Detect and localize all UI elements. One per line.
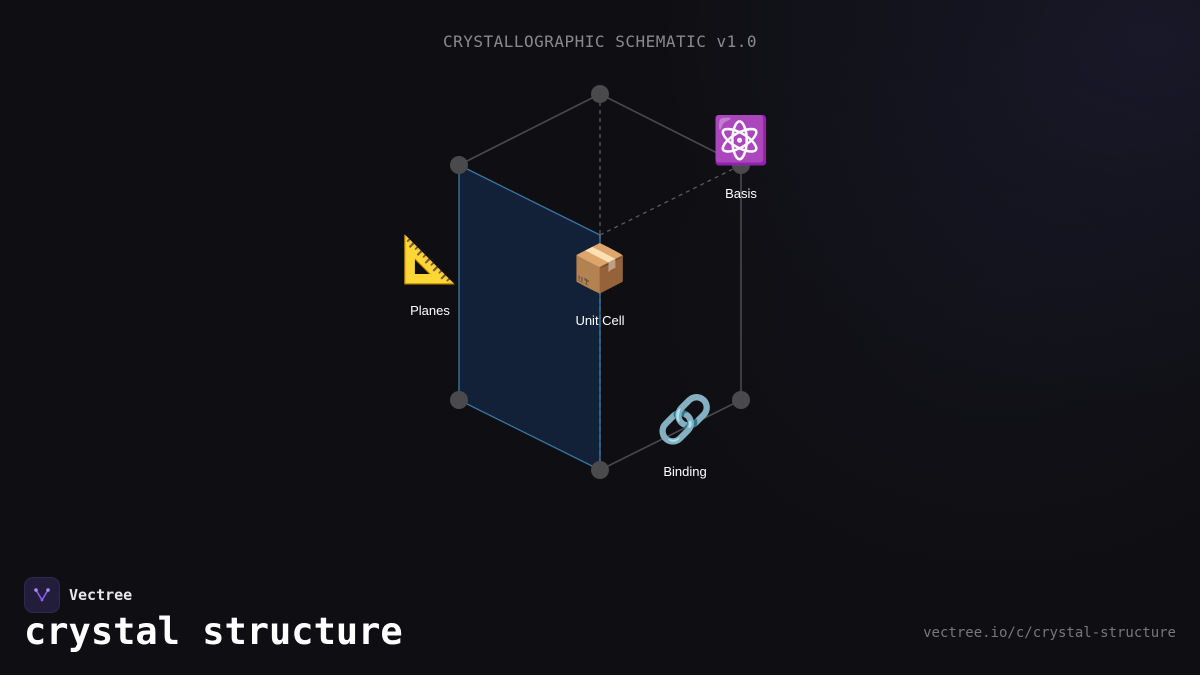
vertex (450, 156, 468, 174)
hidden-edges (599, 94, 742, 470)
schematic-title: CRYSTALLOGRAPHIC SCHEMATIC v1.0 (442, 32, 758, 51)
package-icon[interactable]: 📦 (571, 242, 629, 294)
atom-icon[interactable]: ⚛️ (712, 114, 770, 166)
page-url[interactable]: vectree.io/c/crystal-structure (923, 625, 1176, 641)
brand[interactable]: Vectree (24, 577, 132, 613)
cube-edge (599, 93, 742, 166)
page-heading: crystal structure (24, 610, 403, 653)
vectree-logo-icon (24, 577, 60, 613)
cube-edges (458, 93, 742, 471)
cube-vertices (450, 85, 750, 479)
vertex (732, 391, 750, 409)
vertex (591, 461, 609, 479)
node-label-planes: Planes (410, 303, 450, 318)
cube-edge (458, 93, 601, 166)
hidden-edge (599, 164, 742, 236)
node-label-basis: Basis (725, 186, 757, 201)
node-label-binding: Binding (663, 464, 707, 479)
vertex (732, 156, 750, 174)
triangular-ruler-icon[interactable]: 📐 (401, 233, 459, 285)
vertex (450, 391, 468, 409)
node-label-unit-cell: Unit Cell (575, 313, 625, 328)
cube-edge (599, 399, 742, 471)
link-icon[interactable]: 🔗 (656, 393, 714, 445)
brand-name: Vectree (69, 586, 133, 604)
vertex (591, 85, 609, 103)
